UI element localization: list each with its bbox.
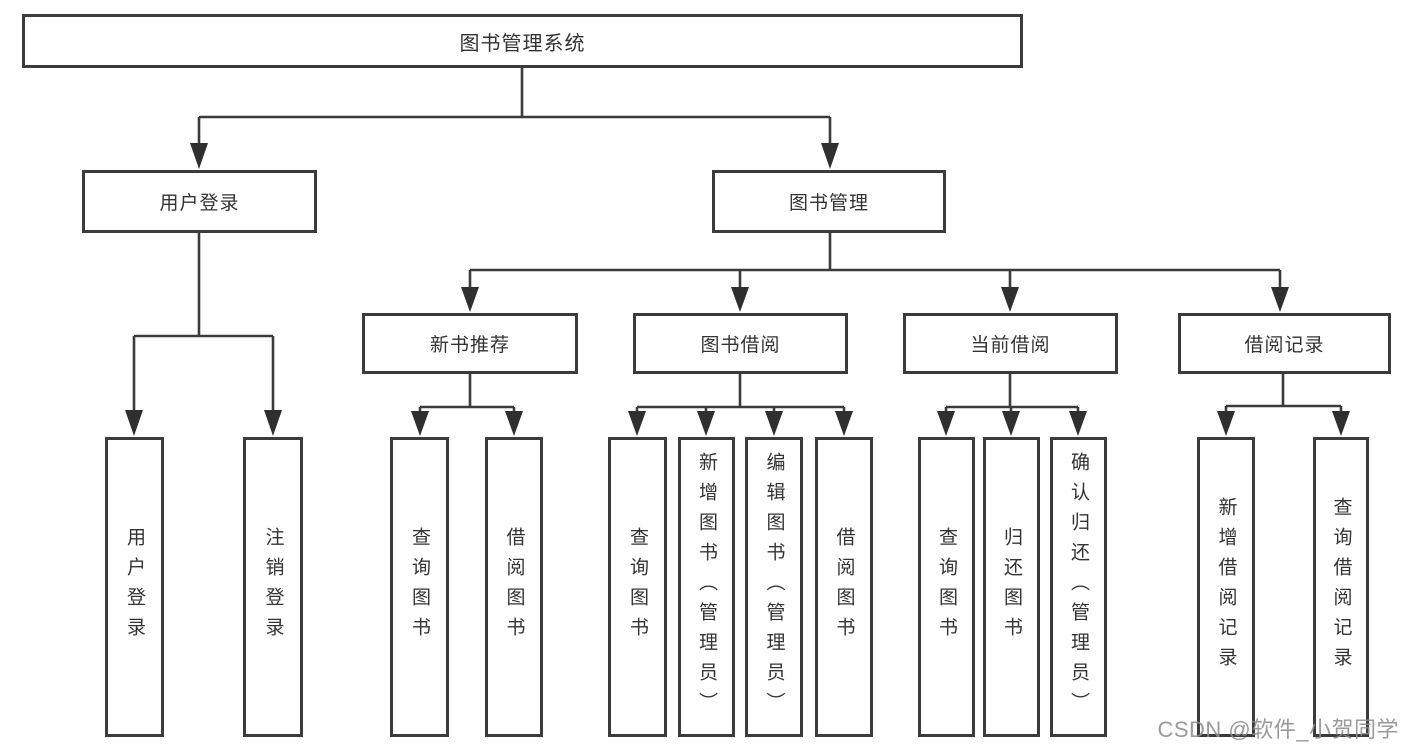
node-user-login: 用户登录: [82, 170, 317, 233]
leaf-cb-query-book: 查询图书: [918, 437, 975, 737]
leaf-user-login: 用户登录: [105, 437, 164, 737]
leaf-cb-return-book: 归还图书: [983, 437, 1040, 737]
node-label: 借阅记录: [1244, 335, 1325, 356]
node-label: 图书借阅: [700, 335, 781, 356]
leaf-label: 查询图书: [627, 527, 648, 647]
node-label: 图书管理: [788, 193, 869, 214]
node-book-borrow: 图书借阅: [633, 313, 848, 374]
leaf-nb-borrow-book: 借阅图书: [485, 437, 543, 737]
leaf-bb-borrow-book: 借阅图书: [815, 437, 873, 737]
csdn-watermark: CSDN @软件_小贺同学: [1157, 717, 1399, 742]
leaf-label: 查询图书: [936, 527, 957, 647]
leaf-label: 查询借阅记录: [1330, 497, 1352, 677]
leaf-bb-edit-book-admin: 编辑图书（管理员）: [745, 437, 803, 737]
leaf-label: 确认归还（管理员）: [1068, 452, 1089, 722]
leaf-bb-add-book-admin: 新增图书（管理员）: [678, 437, 735, 737]
node-label: 用户登录: [159, 193, 240, 214]
leaf-label: 注销登录: [262, 527, 284, 647]
node-label: 新书推荐: [429, 335, 510, 356]
leaf-label: 用户登录: [124, 527, 145, 647]
leaf-label: 借阅图书: [503, 527, 525, 647]
node-current-borrow: 当前借阅: [903, 313, 1118, 374]
leaf-br-query-record: 查询借阅记录: [1313, 437, 1369, 737]
node-book-management: 图书管理: [712, 170, 946, 233]
leaf-cb-confirm-return-admin: 确认归还（管理员）: [1050, 437, 1107, 737]
leaf-br-add-record: 新增借阅记录: [1197, 437, 1255, 737]
node-label: 当前借阅: [970, 335, 1051, 356]
leaf-label: 归还图书: [1001, 527, 1022, 647]
node-borrow-records: 借阅记录: [1178, 313, 1391, 374]
leaf-nb-query-book: 查询图书: [390, 437, 449, 737]
leaf-label: 编辑图书（管理员）: [763, 452, 785, 722]
leaf-logout: 注销登录: [243, 437, 303, 737]
node-new-book-recommend: 新书推荐: [362, 313, 578, 374]
leaf-bb-query-book: 查询图书: [608, 437, 667, 737]
leaf-label: 查询图书: [409, 527, 430, 647]
leaf-label: 借阅图书: [833, 527, 855, 647]
leaf-label: 新增图书（管理员）: [696, 452, 717, 722]
node-library-management-system: 图书管理系统: [22, 14, 1023, 68]
node-label: 图书管理系统: [459, 32, 586, 55]
leaf-label: 新增借阅记录: [1215, 497, 1237, 677]
